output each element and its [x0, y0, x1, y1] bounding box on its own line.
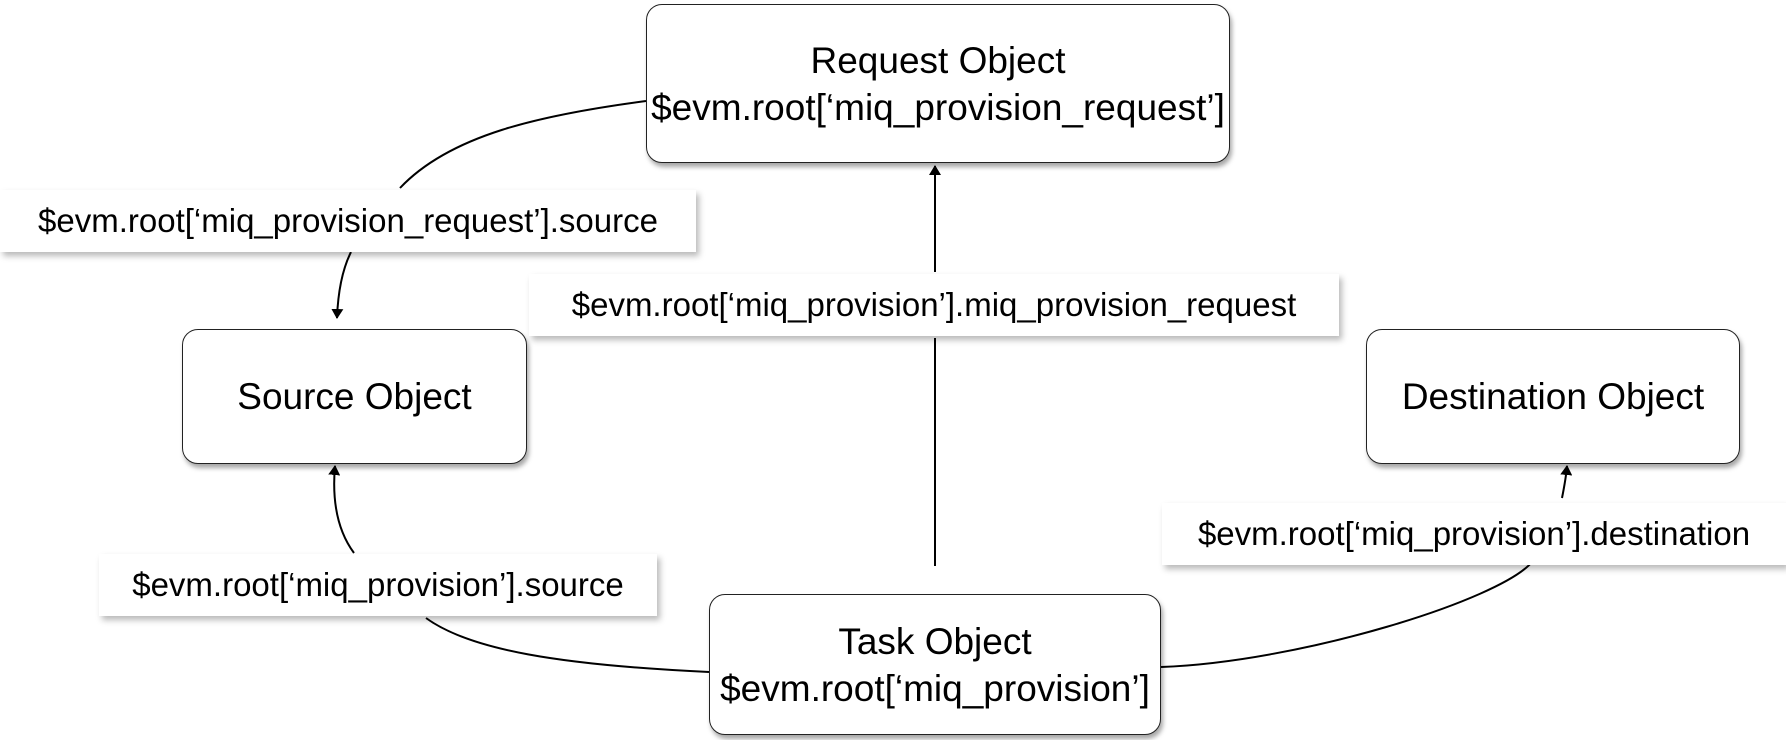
source-object-node: Source Object — [182, 329, 527, 464]
edge-task-to-destination — [1160, 561, 1533, 668]
destination-object-node: Destination Object — [1366, 329, 1740, 464]
edge-request-to-source-arrow — [331, 251, 352, 319]
edge-task-to-destination-arrow — [1560, 465, 1573, 499]
request-object-node: Request Object $evm.root[‘miq_provision_… — [646, 4, 1230, 163]
destination-object-title: Destination Object — [1401, 376, 1705, 417]
task-object-node: Task Object $evm.root[‘miq_provision’] — [709, 594, 1161, 735]
request-object-expression: $evm.root[‘miq_provision_request’] — [651, 86, 1225, 128]
edge-label-task-source: $evm.root[‘miq_provision’].source — [99, 554, 657, 616]
edge-task-to-source-arrow — [328, 465, 355, 554]
source-object-title: Source Object — [237, 376, 472, 417]
task-object-expression: $evm.root[‘miq_provision’] — [720, 667, 1150, 709]
edge-label-request-source: $evm.root[‘miq_provision_request’].sourc… — [0, 190, 696, 252]
edge-label-task-request: $evm.root[‘miq_provision’].miq_provision… — [529, 274, 1339, 336]
edge-task-to-source — [425, 617, 710, 673]
request-object-title: Request Object — [810, 39, 1066, 81]
task-object-title: Task Object — [838, 620, 1032, 662]
edge-request-to-source — [399, 100, 647, 189]
edge-label-task-destination: $evm.root[‘miq_provision’].destination — [1162, 503, 1786, 565]
